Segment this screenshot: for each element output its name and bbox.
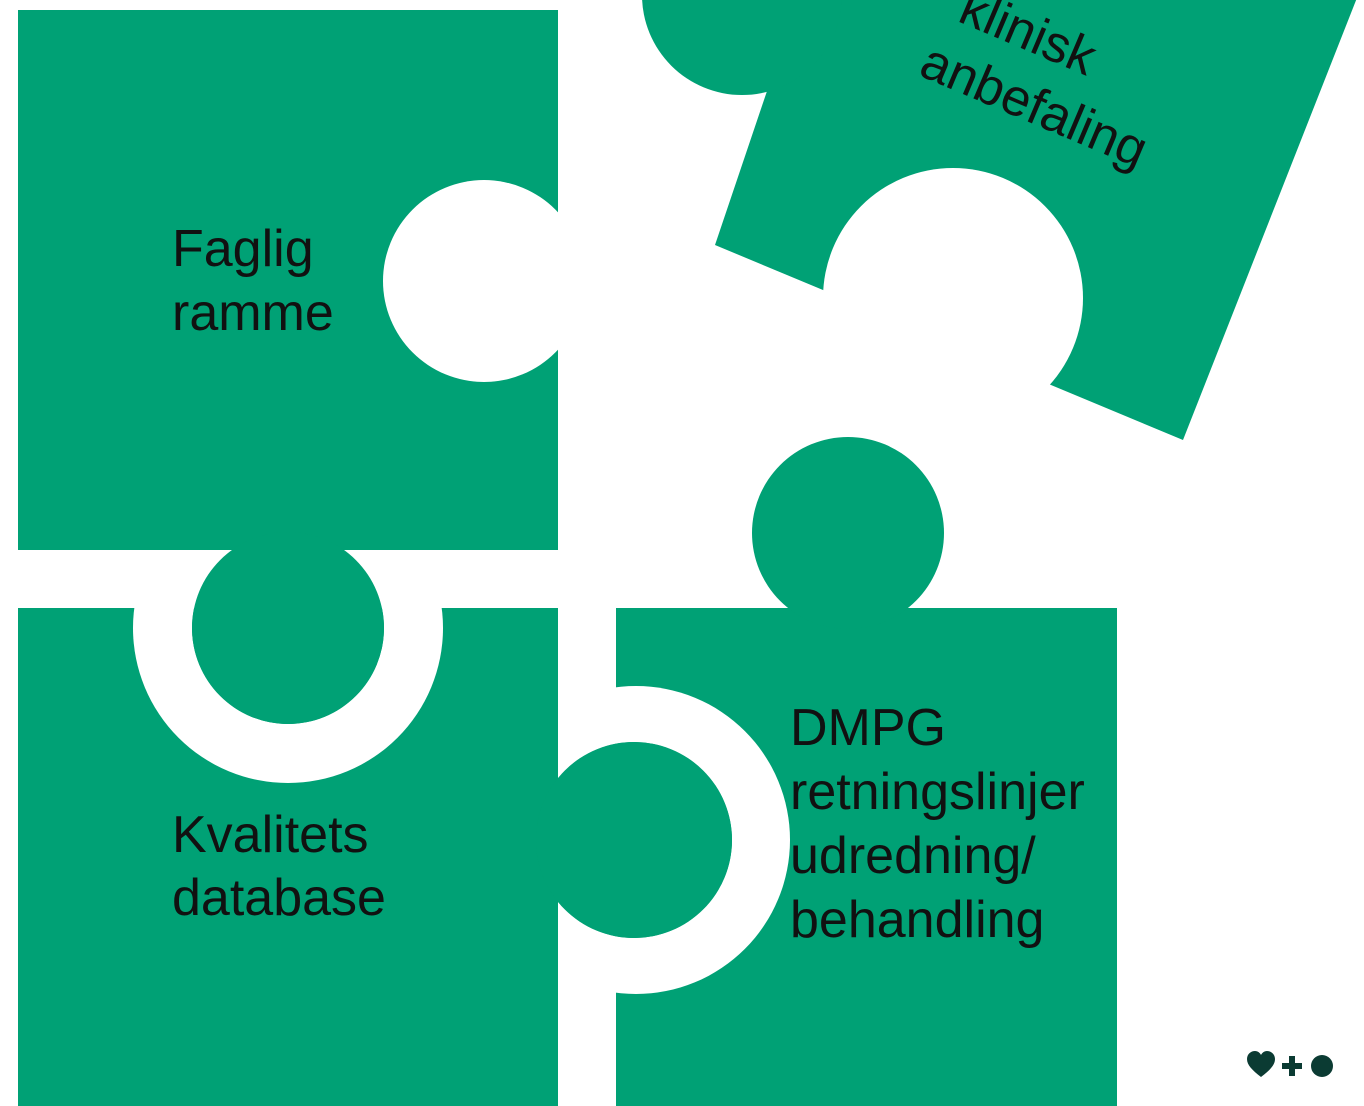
label-line: retningslinjer [790,763,1085,821]
piece-body [715,0,1357,440]
puzzle-piece-faglig-ramme: Faglig ramme [18,10,558,550]
circle-icon [1311,1055,1333,1077]
piece-label-dmpg: DMPG retningslinjer udredning/ behandlin… [790,699,1099,949]
piece-knob [642,0,842,95]
piece-label-kvalitets-database: Kvalitets database [172,806,386,927]
brand-logo [1247,1051,1333,1077]
label-line: ramme [172,284,334,342]
heart-icon [1247,1051,1275,1077]
puzzle-piece-national-klinisk-anbefaling: nal klinisk anbefaling [642,0,1357,440]
piece-label-faglig-ramme: Faglig ramme [172,220,334,342]
label-line: DMPG [790,699,946,757]
label-line: Faglig [172,220,314,278]
label-line: Kvalitets [172,806,369,864]
piece-knob [752,437,944,629]
plus-icon [1282,1056,1302,1076]
piece-knob [536,742,732,938]
piece-knob [192,532,384,724]
puzzle-piece-dmpg: DMPG retningslinjer udredning/ behandlin… [536,437,1117,1106]
label-line: database [172,869,386,927]
label-line: udredning/ [790,827,1036,885]
piece-body [18,10,558,550]
label-line: behandling [790,891,1044,949]
